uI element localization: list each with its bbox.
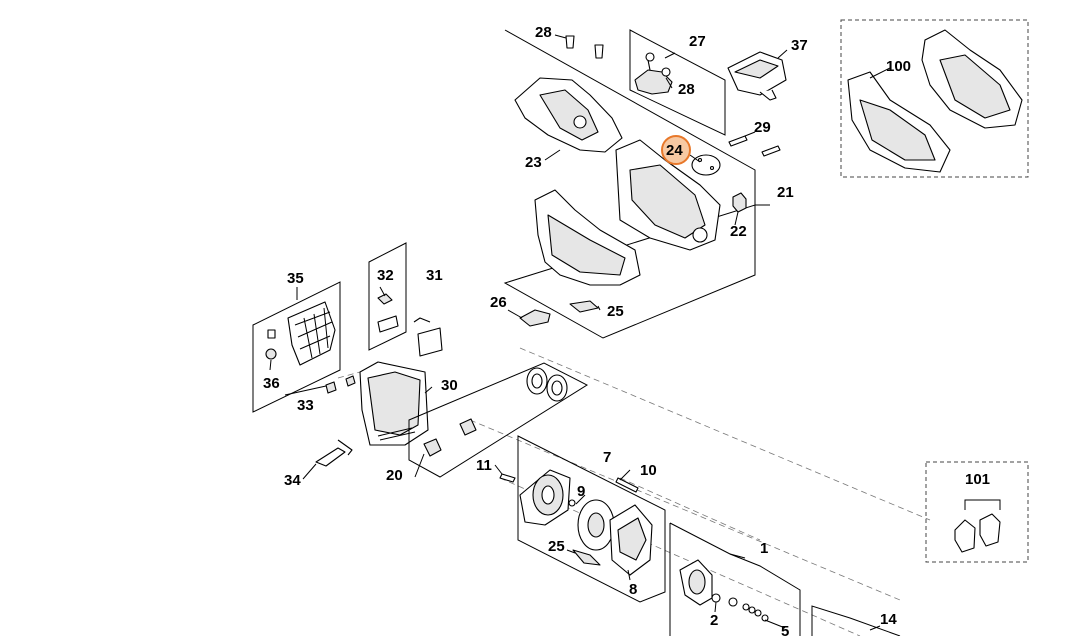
part-2-nut[interactable] [711, 593, 721, 603]
label-20[interactable]: 20 [386, 467, 403, 484]
part-26-clip[interactable] [519, 309, 551, 327]
group-1-box [669, 522, 801, 636]
group-7-box [517, 435, 666, 603]
group-27-box [629, 29, 726, 136]
part-27-knob[interactable] [634, 69, 673, 95]
part-37-cover[interactable] [727, 51, 787, 101]
part-28-screw[interactable] [565, 35, 575, 49]
label-10[interactable]: 10 [640, 462, 657, 479]
label-28-top[interactable]: 28 [535, 24, 552, 41]
part-24-gasket[interactable] [691, 154, 721, 176]
label-31[interactable]: 31 [426, 267, 443, 284]
label-37[interactable]: 37 [791, 37, 808, 54]
label-14[interactable]: 14 [880, 611, 897, 628]
label-36[interactable]: 36 [263, 375, 280, 392]
label-34[interactable]: 34 [284, 472, 301, 489]
group-100-box [840, 19, 1029, 178]
highlight-marker-24[interactable] [661, 135, 691, 165]
label-5[interactable]: 5 [781, 623, 789, 636]
leader-lines [269, 34, 891, 631]
label-35[interactable]: 35 [287, 270, 304, 287]
label-100[interactable]: 100 [886, 58, 911, 75]
part-33-grommet[interactable] [325, 381, 337, 394]
label-23[interactable]: 23 [525, 154, 542, 171]
housing-group-21 [503, 29, 781, 339]
part-labels: 28 27 28 37 100 29 24 23 21 22 35 32 31 … [263, 24, 990, 636]
part-101-clamp[interactable] [954, 519, 976, 553]
label-29[interactable]: 29 [754, 119, 771, 136]
label-22[interactable]: 22 [730, 223, 747, 240]
label-21[interactable]: 21 [777, 184, 794, 201]
part-22-bushing[interactable] [732, 192, 747, 213]
label-32[interactable]: 32 [377, 267, 394, 284]
group-31-box [368, 242, 443, 357]
part-5-washer[interactable] [761, 614, 769, 622]
label-33[interactable]: 33 [297, 397, 314, 414]
part-25-seal-upper[interactable] [569, 300, 599, 313]
label-25-upper[interactable]: 25 [607, 303, 624, 320]
part-34-lever[interactable] [315, 447, 346, 467]
label-7[interactable]: 7 [603, 449, 611, 466]
part-32-connector[interactable] [377, 293, 393, 305]
group-20-box [408, 362, 589, 478]
label-11[interactable]: 11 [476, 457, 492, 474]
label-27[interactable]: 27 [689, 33, 706, 50]
part-20-block[interactable] [423, 438, 442, 457]
label-1[interactable]: 1 [760, 540, 768, 557]
part-31-bracket[interactable] [377, 315, 399, 333]
part-11-screw[interactable] [499, 473, 516, 483]
group-35-box [252, 281, 341, 413]
label-101[interactable]: 101 [965, 471, 990, 488]
label-24[interactable]: 24 [666, 142, 683, 159]
label-26[interactable]: 26 [490, 294, 507, 311]
label-28-knob[interactable]: 28 [678, 81, 695, 98]
part-10-pin[interactable] [615, 477, 639, 493]
part-35-filter-grid[interactable] [287, 301, 336, 366]
label-30[interactable]: 30 [441, 377, 458, 394]
group-14-box [811, 605, 901, 636]
part-25-seal-lower[interactable] [572, 549, 601, 566]
group-101-box [925, 461, 1029, 563]
label-25-lower[interactable]: 25 [548, 538, 565, 555]
part-36-screw-head[interactable] [265, 348, 277, 360]
label-2[interactable]: 2 [710, 612, 718, 629]
label-8[interactable]: 8 [629, 581, 637, 598]
label-9[interactable]: 9 [577, 483, 585, 500]
